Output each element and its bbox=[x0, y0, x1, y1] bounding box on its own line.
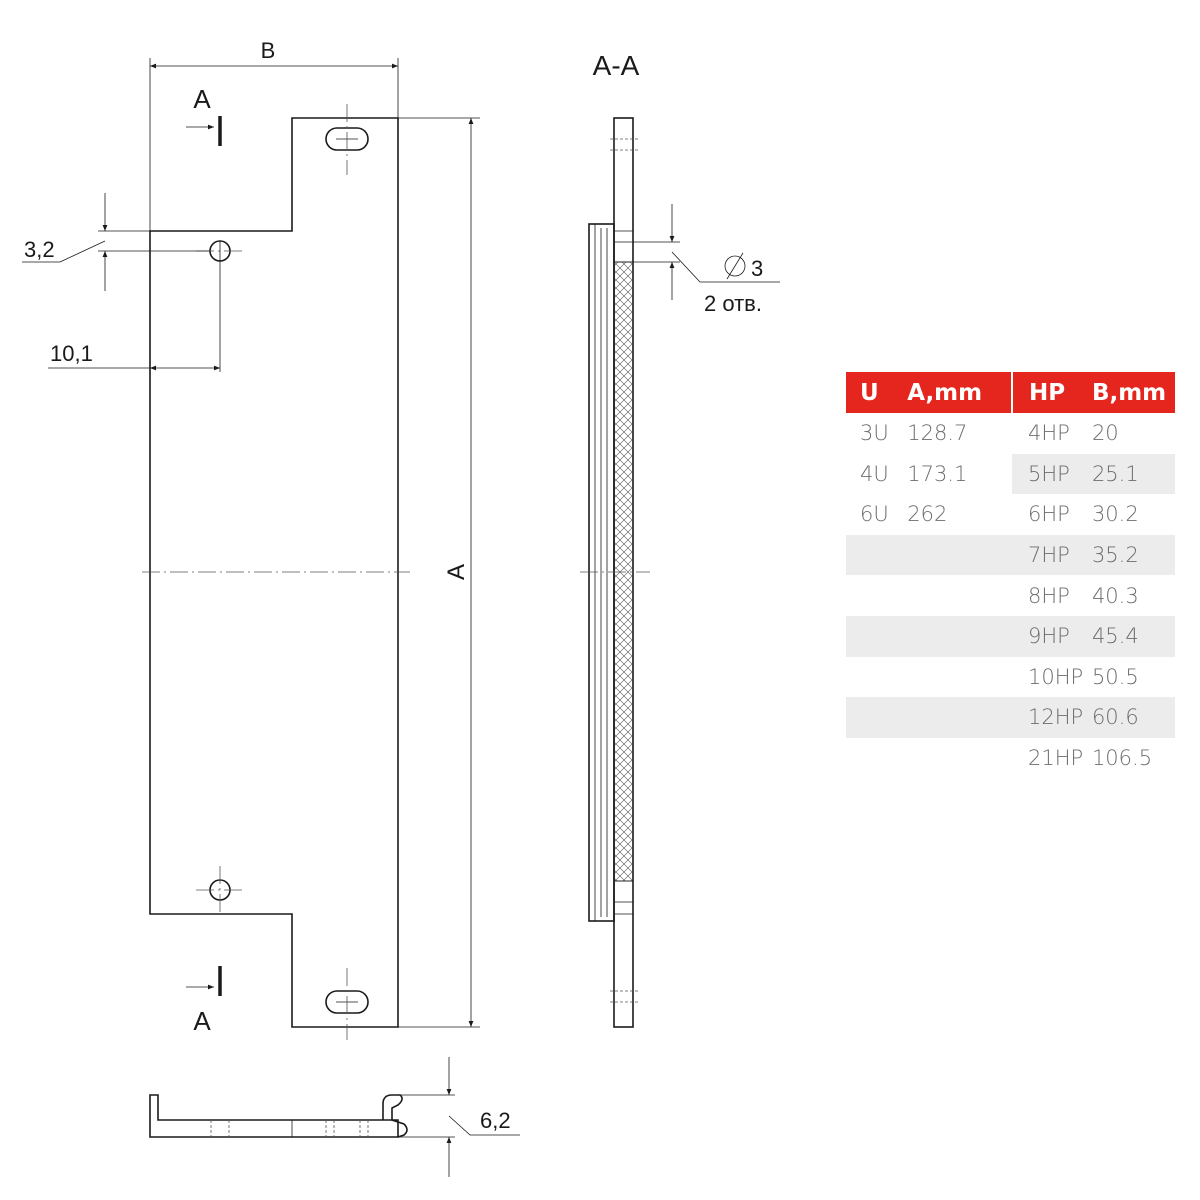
cell-b: 25.1 bbox=[1091, 453, 1175, 495]
cell-hp: 21HP bbox=[1028, 746, 1084, 771]
cell-u: 6U bbox=[860, 502, 889, 527]
header-u: U bbox=[846, 372, 908, 413]
cell-b: 106.5 bbox=[1091, 746, 1153, 771]
table-row: 8HP 40.3 bbox=[846, 575, 1175, 616]
cell-a: 262 bbox=[907, 502, 948, 527]
table-row: 4U 173.1 5HP 25.1 bbox=[846, 453, 1175, 495]
table-row: 10HP 50.5 bbox=[846, 657, 1175, 698]
cell-a bbox=[907, 657, 1012, 698]
section-mark-bottom: A bbox=[186, 966, 222, 1036]
table-row: 6U 262 6HP 30.2 bbox=[846, 494, 1175, 535]
cell-u bbox=[846, 697, 908, 738]
dim-10-1: 10,1 bbox=[48, 341, 220, 371]
panel-outline bbox=[149, 117, 399, 1028]
cell-u: 4U bbox=[860, 461, 889, 486]
cell-b: 20 bbox=[1091, 421, 1119, 446]
cell-a bbox=[907, 615, 1013, 657]
dim-hole-label: 3 bbox=[751, 256, 763, 281]
holes-count-label: 2 отв. bbox=[704, 291, 762, 316]
cell-a: 128.7 bbox=[907, 421, 968, 446]
table-row: 3U 128.7 4HP 20 bbox=[846, 413, 1175, 454]
cell-b: 50.5 bbox=[1091, 664, 1139, 689]
table-row: 12HP 60.6 bbox=[846, 697, 1175, 738]
cell-a bbox=[907, 534, 1013, 576]
table-row: 21HP 106.5 bbox=[846, 738, 1175, 779]
top-hole bbox=[196, 240, 246, 372]
cell-a bbox=[907, 575, 1012, 616]
table-row: 7HP 35.2 bbox=[846, 534, 1175, 576]
cell-u bbox=[846, 657, 907, 698]
dim-hole-diameter: 3 2 отв. bbox=[633, 204, 780, 316]
cell-u bbox=[846, 534, 908, 576]
bottom-slot bbox=[325, 968, 369, 1040]
bottom-profile-view: 6,2 bbox=[149, 1057, 520, 1177]
cell-u: 3U bbox=[860, 421, 889, 446]
cell-hp: 9HP bbox=[1012, 615, 1092, 657]
dim-b-label: B bbox=[261, 38, 276, 63]
cell-u bbox=[846, 575, 907, 616]
cell-hp: 5HP bbox=[1012, 453, 1092, 495]
dim-6-2-label: 6,2 bbox=[480, 1108, 511, 1133]
cell-a bbox=[907, 738, 1012, 779]
cell-hp: 10HP bbox=[1028, 664, 1084, 689]
header-b: B,mm bbox=[1091, 372, 1175, 413]
section-title: A-A bbox=[593, 50, 640, 81]
cell-a: 173.1 bbox=[907, 461, 968, 486]
dim-a-label: A bbox=[443, 564, 470, 580]
cell-b: 40.3 bbox=[1091, 583, 1139, 608]
cell-b: 60.6 bbox=[1091, 697, 1175, 738]
header-a: A,mm bbox=[907, 372, 1014, 413]
cell-b: 45.4 bbox=[1091, 615, 1175, 657]
cell-hp: 7HP bbox=[1012, 534, 1092, 576]
cell-u bbox=[846, 615, 908, 657]
front-view: B A 3,2 10,1 A bbox=[22, 38, 480, 1040]
section-mark-top: A bbox=[186, 84, 222, 146]
profile-hook bbox=[382, 1094, 408, 1138]
cell-hp: 4HP bbox=[1028, 421, 1070, 446]
cell-hp: 6HP bbox=[1028, 502, 1070, 527]
section-mark-top-label: A bbox=[193, 84, 211, 114]
dim-b: B bbox=[149, 38, 399, 231]
cell-hp: 8HP bbox=[1028, 583, 1070, 608]
dim-3-2: 3,2 bbox=[22, 193, 210, 291]
table-header: U A,mm HP B,mm bbox=[846, 372, 1175, 413]
section-view: A-A 3 2 отв. bbox=[580, 50, 780, 1028]
cell-u bbox=[846, 738, 907, 779]
section-hatch bbox=[613, 261, 634, 882]
bottom-hole bbox=[196, 866, 246, 914]
dimension-table: U A,mm HP B,mm 3U 128.7 4HP 20 4U 173.1 … bbox=[846, 372, 1175, 778]
cell-a bbox=[907, 697, 1013, 738]
section-mark-bottom-label: A bbox=[193, 1006, 211, 1036]
cell-hp: 12HP bbox=[1012, 697, 1092, 738]
dim-3-2-label: 3,2 bbox=[24, 237, 55, 262]
cell-b: 30.2 bbox=[1091, 502, 1139, 527]
top-slot bbox=[325, 104, 369, 175]
diameter-icon bbox=[724, 255, 746, 277]
dim-a: A bbox=[398, 117, 480, 1028]
cell-b: 35.2 bbox=[1091, 534, 1175, 576]
table-row: 9HP 45.4 bbox=[846, 615, 1175, 657]
dim-10-1-label: 10,1 bbox=[50, 341, 93, 366]
header-hp: HP bbox=[1012, 372, 1092, 413]
